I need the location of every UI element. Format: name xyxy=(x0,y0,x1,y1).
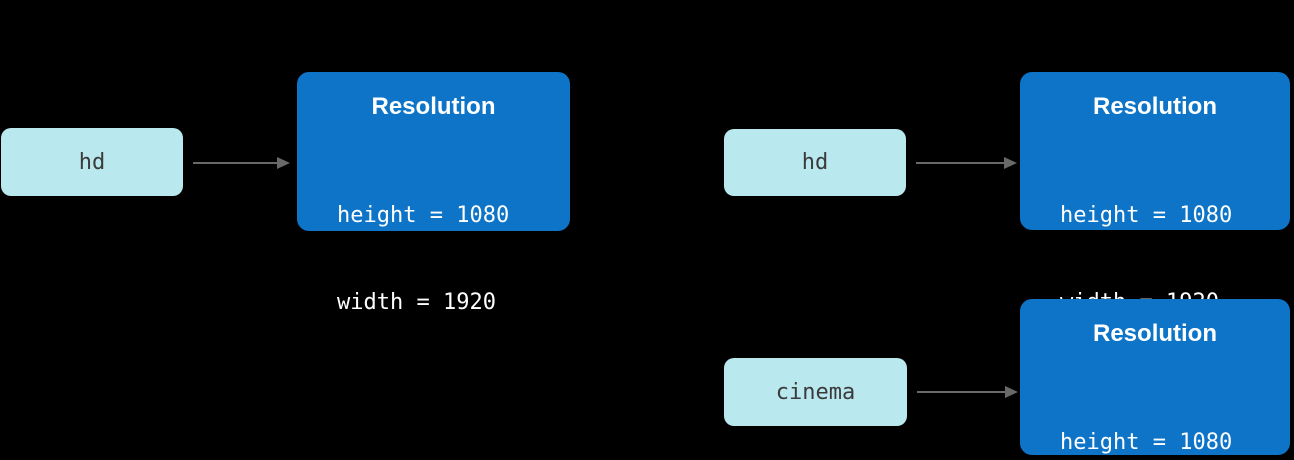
instance-label: hd xyxy=(78,149,106,175)
class-title: Resolution xyxy=(371,93,496,120)
arrow-line xyxy=(916,162,1004,164)
instance-node-hd: hd xyxy=(724,129,906,196)
class-properties: height = 1080 width = 1920 xyxy=(337,143,570,375)
property-line: height = 1080 xyxy=(1060,203,1233,228)
instance-label: cinema xyxy=(775,379,856,405)
arrow xyxy=(193,156,290,170)
arrow xyxy=(917,385,1018,399)
arrowhead-icon xyxy=(277,157,290,169)
arrowhead-icon xyxy=(1005,386,1018,398)
instance-node-hd: hd xyxy=(1,128,183,196)
class-properties: height = 1080 width = 2048 xyxy=(1060,370,1290,460)
arrowhead-icon xyxy=(1004,157,1017,169)
arrow xyxy=(916,156,1017,170)
property-line: height = 1080 xyxy=(337,203,510,228)
arrow-line xyxy=(917,391,1005,393)
class-title: Resolution xyxy=(1093,93,1217,120)
property-line: height = 1080 xyxy=(1060,430,1233,455)
arrow-line xyxy=(193,162,277,164)
class-box-resolution: Resolution height = 1080 width = 1920 xyxy=(1020,72,1290,315)
class-box-resolution: Resolution height = 1080 width = 1920 xyxy=(297,72,570,315)
class-title: Resolution xyxy=(1093,320,1217,347)
instance-node-cinema: cinema xyxy=(724,358,907,426)
class-box-resolution: Resolution height = 1080 width = 2048 xyxy=(1020,299,1290,455)
instance-label: hd xyxy=(801,150,829,175)
property-line: width = 1920 xyxy=(337,290,496,315)
